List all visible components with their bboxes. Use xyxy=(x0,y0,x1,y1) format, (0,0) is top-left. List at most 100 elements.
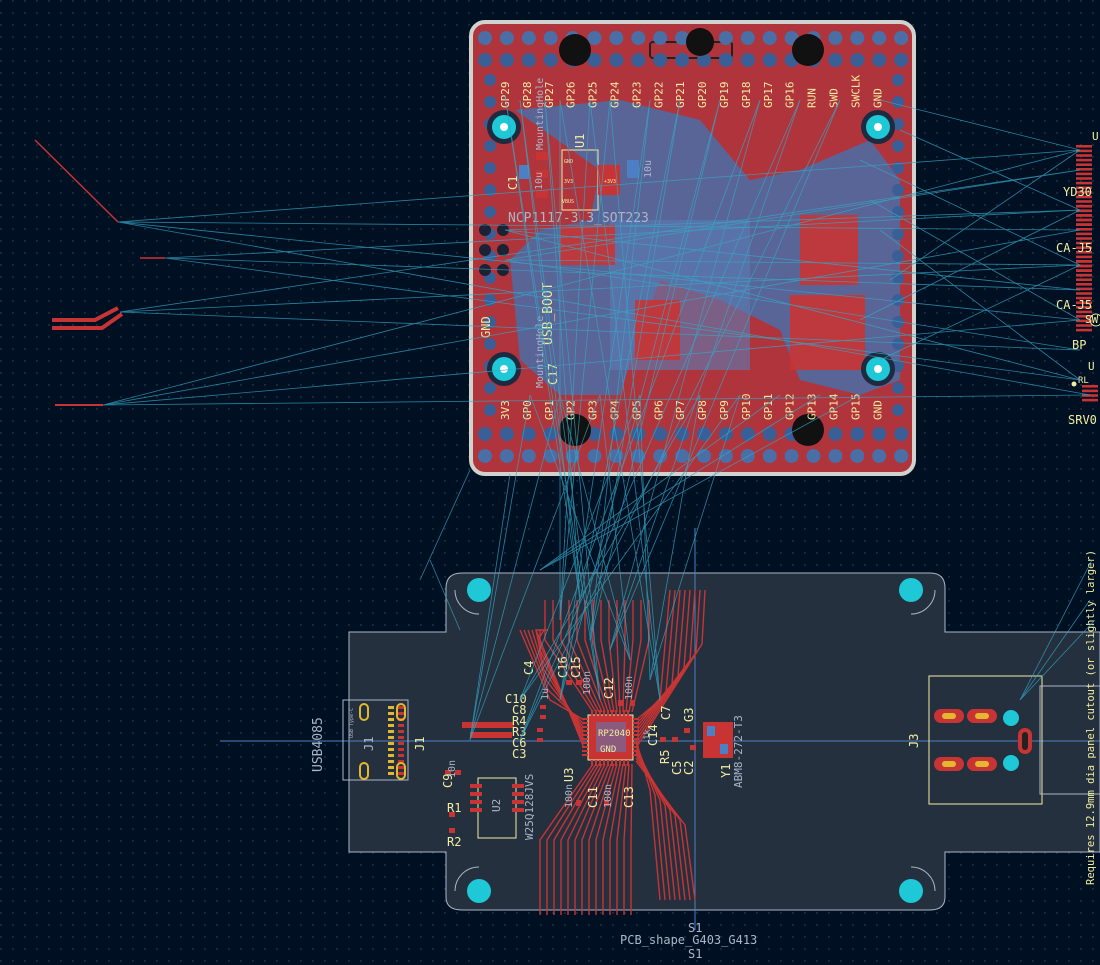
pin-label-bottom: GP9 xyxy=(718,400,731,420)
header-pad xyxy=(740,427,755,441)
ratsnest-line xyxy=(879,99,1081,151)
usb-pad xyxy=(388,736,394,739)
fanout-trace xyxy=(635,757,691,901)
mount-hole-b1[interactable] xyxy=(454,578,491,615)
reg-pin-vbus: VBUS xyxy=(562,199,574,205)
mcu-pad xyxy=(633,738,639,740)
ratsnest-line xyxy=(469,394,531,741)
pin-label-top: GP20 xyxy=(696,82,709,109)
u1-pad xyxy=(536,170,548,178)
ratsnest-line xyxy=(469,394,561,741)
j3-jack-body[interactable] xyxy=(928,675,1043,805)
ratsnest-line xyxy=(504,94,601,701)
mounting-hole-tr[interactable] xyxy=(861,110,895,144)
ratsnest-line xyxy=(609,99,801,651)
ratsnest-line xyxy=(869,199,1081,321)
mount-hole-b4[interactable] xyxy=(899,866,936,903)
c2-label: C2 xyxy=(682,761,696,775)
ratsnest-line xyxy=(1019,619,1096,701)
ratsnest xyxy=(102,94,1096,741)
right-pad xyxy=(1076,237,1092,240)
right-edge-components[interactable]: YD30 CA-J5 CA-J5 BP SRV0 U SW U RL xyxy=(1056,130,1100,427)
ratsnest-line xyxy=(117,221,1081,321)
ratsnest-line xyxy=(544,99,581,601)
value-10n: 10n xyxy=(447,760,458,778)
ratsnest-line xyxy=(859,159,1081,266)
ratsnest-line xyxy=(539,394,861,571)
passives[interactable] xyxy=(445,680,696,833)
right-pad xyxy=(1076,145,1092,148)
header-pad xyxy=(478,53,492,67)
ratsnest-line xyxy=(889,149,1081,281)
mcu-pad xyxy=(595,710,597,716)
header-pad xyxy=(872,31,887,45)
usb-pad xyxy=(398,742,404,745)
ratsnest-line xyxy=(639,394,651,681)
pin-label-bottom: GP7 xyxy=(674,400,687,420)
ratsnest-line xyxy=(519,99,801,741)
side-pad xyxy=(484,162,496,174)
header-pad xyxy=(478,449,492,463)
mcu-pad xyxy=(582,730,588,732)
right-pad xyxy=(1076,241,1092,245)
mcu-pad xyxy=(599,760,601,766)
usb-connector-body[interactable] xyxy=(342,699,409,781)
side-pad xyxy=(892,250,904,262)
ratsnest-line xyxy=(649,394,701,681)
header-pad xyxy=(894,31,909,45)
mcu-pad xyxy=(633,722,639,724)
pin-label-top: GP19 xyxy=(718,82,731,109)
right-pad xyxy=(1076,324,1092,327)
usb-pad xyxy=(398,706,404,709)
usb-shield xyxy=(396,762,406,780)
header-pad xyxy=(894,53,909,67)
mounting-hole-tl[interactable] xyxy=(487,110,521,144)
corner-hole xyxy=(559,34,591,66)
u2-label: U2 xyxy=(490,799,503,812)
usb-shield xyxy=(359,762,369,780)
right-pad xyxy=(1076,260,1092,263)
right-pad xyxy=(1076,273,1092,277)
pin-label-bottom: GP3 xyxy=(587,400,600,420)
debug-pad xyxy=(479,244,491,256)
header-pad xyxy=(806,449,821,463)
mount-hole-b3[interactable] xyxy=(454,866,491,903)
r1-label: R1 xyxy=(447,801,461,815)
c13-label: C13 xyxy=(622,786,636,808)
pin-label-top: GP27 xyxy=(543,82,556,109)
usb-pad xyxy=(388,748,394,751)
pin-label-top: GP25 xyxy=(587,82,600,109)
mount-hole-b2[interactable] xyxy=(899,578,936,615)
right-pad xyxy=(1076,315,1092,318)
mounting-hole-br[interactable] xyxy=(861,352,895,386)
header-pad xyxy=(521,427,536,441)
header-pad xyxy=(521,449,536,463)
fanout-trace xyxy=(534,629,585,749)
u2-pad xyxy=(470,800,482,804)
header-pad xyxy=(631,53,646,67)
ratsnest-line xyxy=(504,229,1081,291)
header-pad xyxy=(872,53,887,67)
c11-label: C11 xyxy=(586,786,600,808)
ratsnest-line xyxy=(519,99,841,741)
header-pad xyxy=(543,427,558,441)
header-pad xyxy=(478,427,492,441)
usb-pad xyxy=(398,754,404,757)
c6-label: C6 xyxy=(512,736,526,750)
mounting-hole-bl[interactable] xyxy=(487,352,521,386)
fanout-traces[interactable] xyxy=(519,589,706,915)
right-pad xyxy=(1076,154,1092,157)
side-pad xyxy=(484,404,496,416)
usb4085-label: USB4085 xyxy=(311,717,326,772)
header-pad xyxy=(697,427,711,441)
side-pad xyxy=(484,184,496,196)
header-pad xyxy=(697,53,711,67)
stray-tracks[interactable] xyxy=(34,139,165,406)
right-pad xyxy=(1076,310,1092,314)
usb-pad xyxy=(388,730,394,733)
fanout-trace xyxy=(600,600,615,713)
mcu-pad xyxy=(627,760,629,766)
pin-label-top: RUN xyxy=(806,88,819,108)
